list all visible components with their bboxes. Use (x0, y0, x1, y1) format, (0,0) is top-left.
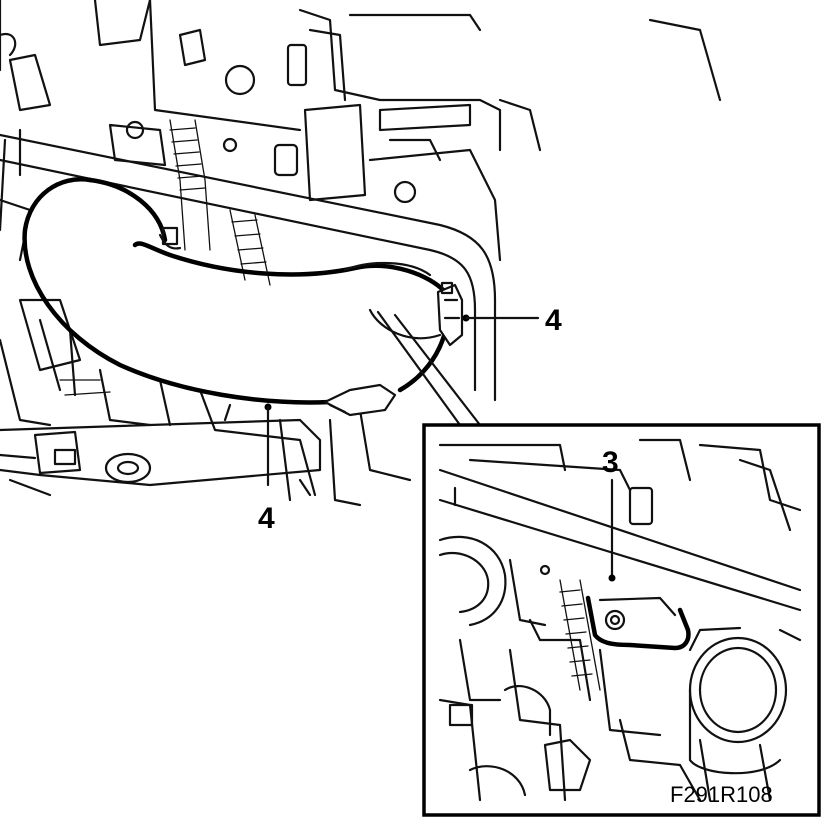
callout-leaders (264, 314, 540, 487)
inset-callout-leader (608, 478, 616, 582)
callout-4-upper: 4 (545, 304, 562, 337)
figure-id: F291R108 (670, 782, 773, 807)
inset-detail (422, 423, 821, 817)
inset-pointer (376, 310, 482, 427)
callout-4-lower: 4 (258, 502, 275, 535)
callout-3-inset: 3 (602, 446, 619, 479)
engine-bay-drawing (0, 0, 722, 507)
